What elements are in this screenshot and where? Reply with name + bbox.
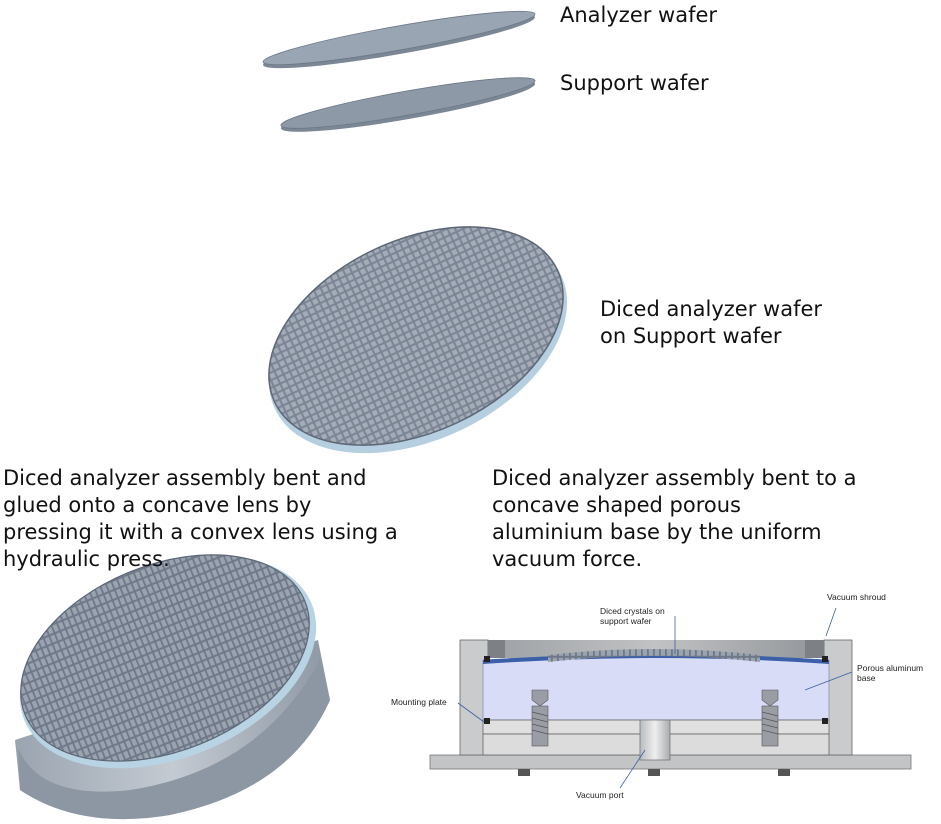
diced-wafer-shape — [268, 226, 568, 454]
mounting-plate-label: Mounting plate — [391, 697, 447, 707]
support-wafer-shape — [280, 77, 536, 132]
diced-on-support-label: Diced analyzer wafer on Support wafer — [600, 297, 823, 348]
vacuum-port-label: Vacuum port — [576, 790, 624, 800]
diced-crystals-label: Diced crystals on support wafer — [600, 606, 665, 626]
bent-vacuum-label: Diced analyzer assembly bent to a concav… — [492, 466, 857, 571]
vacuum-cross-section — [429, 607, 912, 789]
porous-base-label: Porous aluminum base — [857, 663, 924, 683]
analyzer-wafer-label: Analyzer wafer — [560, 3, 718, 27]
support-wafer-label: Support wafer — [560, 71, 709, 95]
bent-lens-label: Diced analyzer assembly bent and glued o… — [3, 466, 398, 571]
vacuum-shroud-label: Vacuum shroud — [827, 592, 886, 602]
analyzer-wafer-shape — [262, 10, 536, 69]
lens-assembly-shape — [15, 554, 330, 820]
